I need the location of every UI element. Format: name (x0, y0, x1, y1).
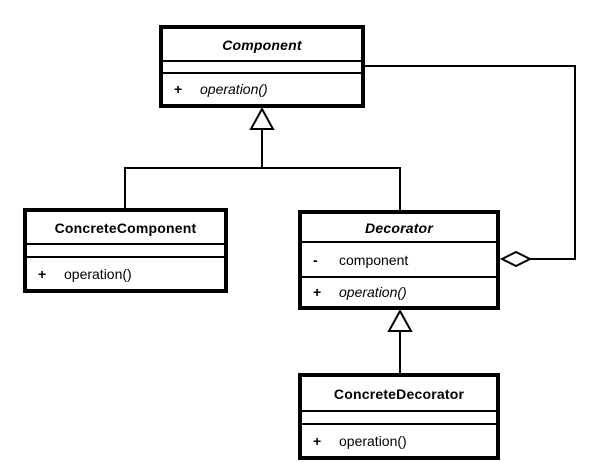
class-title-concrete-component: ConcreteComponent (27, 212, 224, 245)
generalization-triangle-component-icon (249, 106, 275, 130)
attributes-section: - component (302, 243, 496, 278)
class-box-component: Component + operation() (159, 25, 365, 108)
aggregation-diamond-icon (499, 250, 533, 268)
attribute-name: component (339, 251, 409, 268)
operation-row: + operation() (302, 278, 496, 306)
class-box-concrete-decorator: ConcreteDecorator + operation() (298, 373, 500, 460)
operations-section: + operation() (302, 425, 496, 456)
operations-section: + operation() (163, 74, 361, 104)
operation-name: operation() (339, 432, 407, 449)
operation-row: + operation() (163, 74, 361, 104)
class-box-decorator: Decorator - component + operation() (298, 210, 500, 310)
operations-section: + operation() (302, 278, 496, 306)
operation-name: operation() (64, 265, 132, 282)
visibility-sign: - (313, 251, 318, 268)
operation-row: + operation() (27, 258, 224, 289)
class-box-concrete-component: ConcreteComponent + operation() (23, 208, 228, 293)
attributes-section-empty (163, 62, 361, 74)
class-title-concrete-decorator: ConcreteDecorator (302, 377, 496, 412)
operations-section: + operation() (27, 258, 224, 289)
attribute-row: - component (302, 243, 408, 276)
class-title-component: Component (163, 29, 361, 62)
operation-name: operation() (339, 284, 407, 300)
visibility-sign: + (313, 284, 322, 300)
generalization-line-to-component (124, 129, 401, 210)
operation-name: operation() (200, 81, 268, 97)
operation-row: + operation() (302, 425, 496, 456)
visibility-sign: + (174, 81, 183, 97)
generalization-triangle-decorator-icon (387, 308, 413, 332)
attributes-section-empty (27, 245, 224, 258)
visibility-sign: + (313, 432, 322, 449)
attributes-section-empty (302, 412, 496, 425)
class-title-decorator: Decorator (302, 214, 496, 243)
visibility-sign: + (38, 265, 47, 282)
aggregation-line (365, 65, 576, 260)
